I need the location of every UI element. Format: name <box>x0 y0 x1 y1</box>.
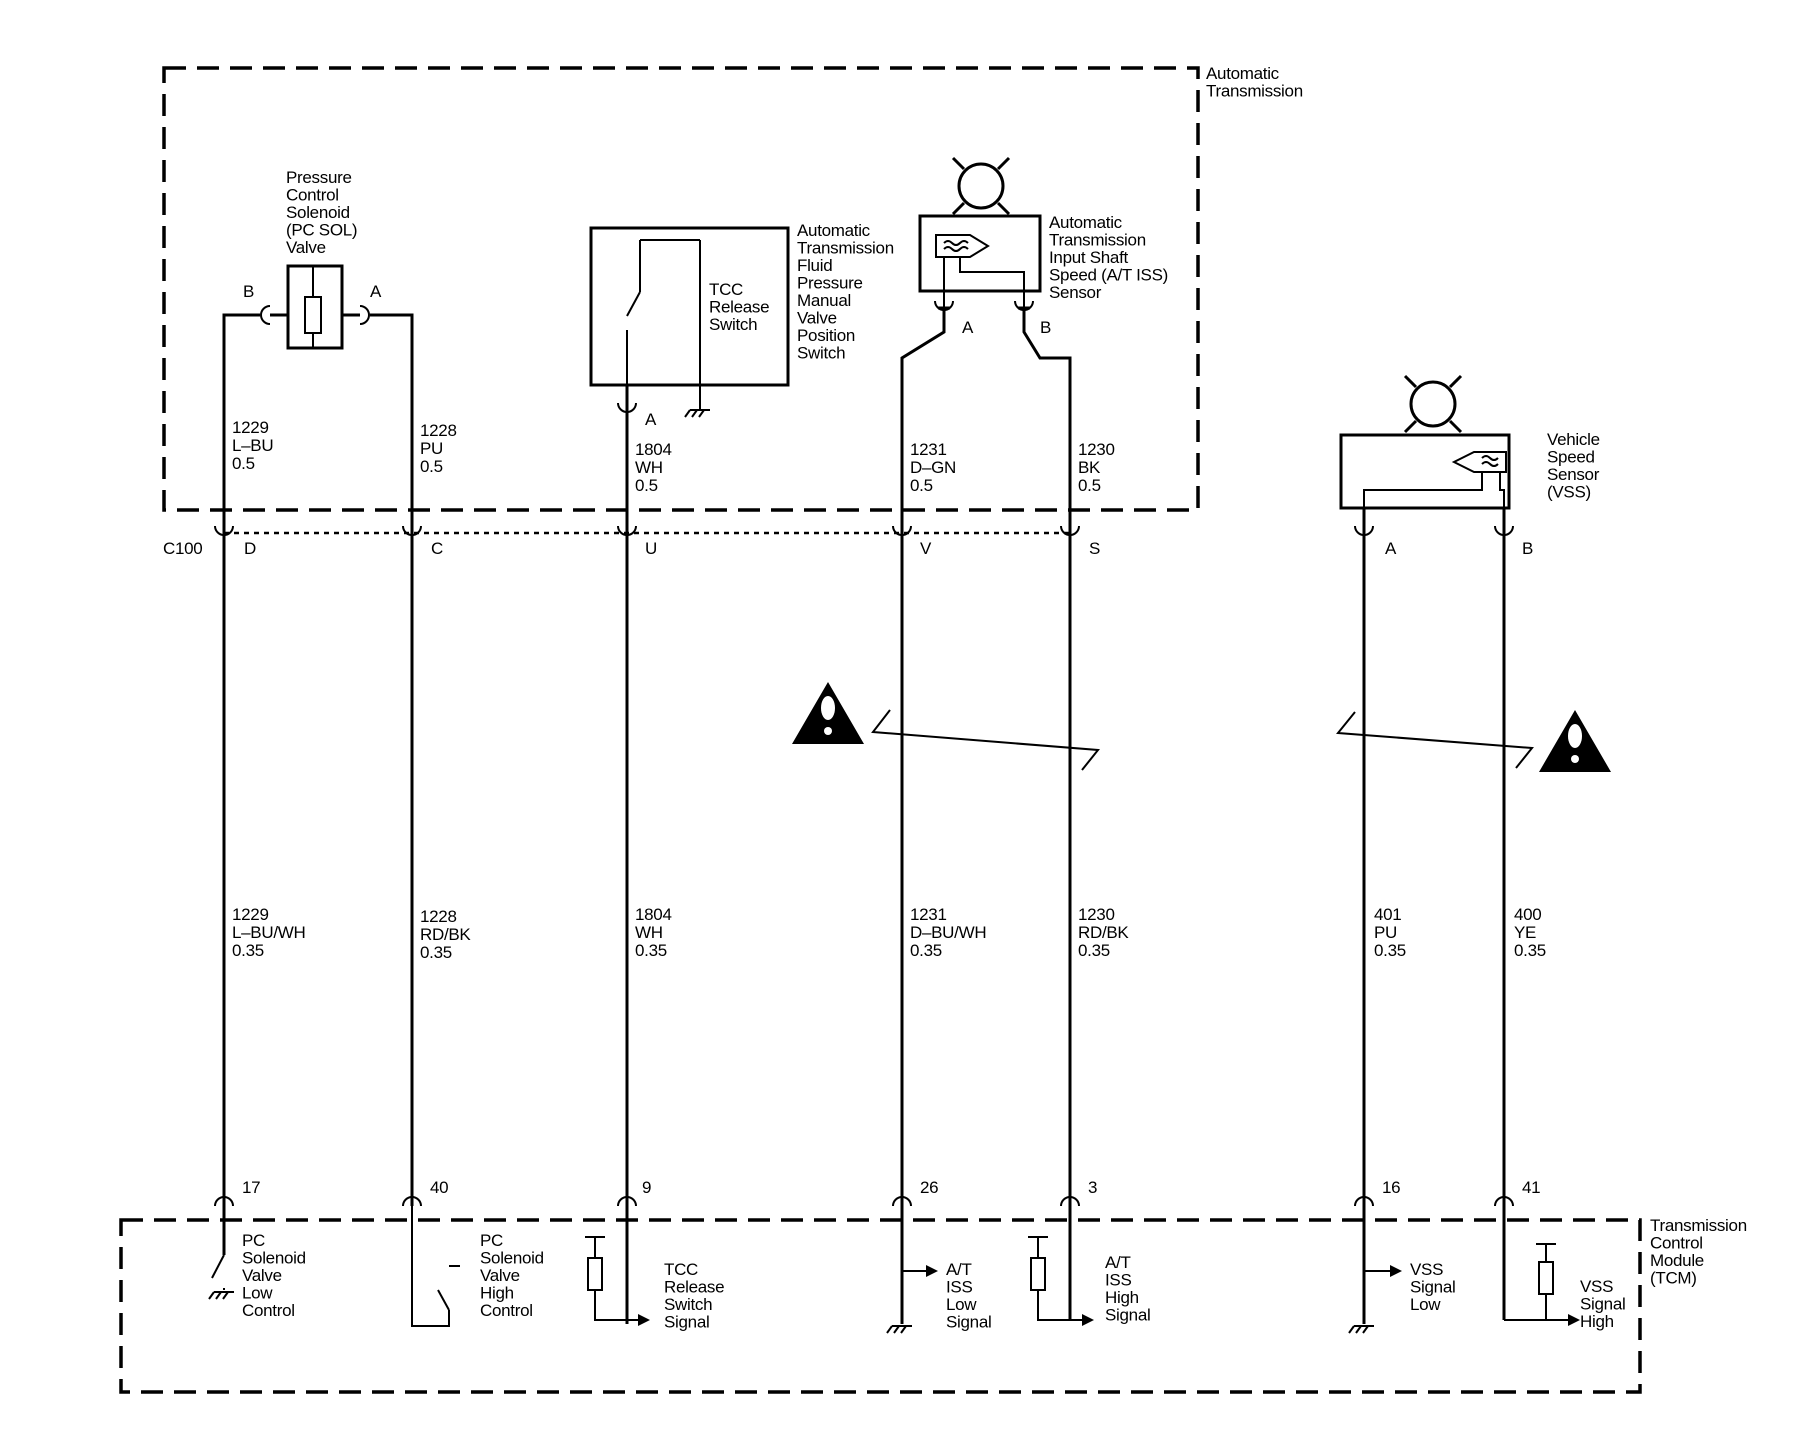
circuit-label: 1229 <box>232 905 269 924</box>
circuit-color: RD/BK <box>1078 923 1129 942</box>
circuit-label: 1804 <box>635 905 672 924</box>
circuit-labels-lower: 1229 L–BU/WH 0.35 1228 RD/BK 0.35 1804 W… <box>232 905 1546 962</box>
pc-sol-pin-b: B <box>243 282 254 301</box>
circuit-label: 1228 <box>420 421 457 440</box>
circuit-color: L–BU <box>232 436 273 455</box>
circuit-gauge: 0.5 <box>635 476 658 495</box>
circuit-label: 1230 <box>1078 440 1115 459</box>
circuit-color: D–BU/WH <box>910 923 986 942</box>
circuit-labels-upper: 1229 L–BU 0.5 1228 PU 0.5 1804 WH 0.5 12… <box>232 418 1115 495</box>
c100-connector <box>214 525 1080 536</box>
c100-pin-d: D <box>244 539 256 558</box>
iss-pin-b: B <box>1040 318 1051 337</box>
tcm-connector <box>214 1196 1514 1207</box>
twisted-pair-vss <box>1336 711 1534 769</box>
circuit-color: WH <box>635 458 663 477</box>
c100-connector-name: C100 <box>163 539 202 558</box>
circuit-color: D–GN <box>910 458 956 477</box>
circuit-label: 1231 <box>910 905 947 924</box>
wires <box>222 308 1506 1206</box>
circuit-gauge: 0.5 <box>420 457 443 476</box>
pc-sol-pin-a: A <box>370 282 382 301</box>
c100-pin-c: C <box>431 539 443 558</box>
vss-sensor <box>1339 433 1511 510</box>
vss-pin-a: A <box>1385 539 1397 558</box>
tcm-pin-26: 26 <box>920 1178 938 1197</box>
circuit-label: 1228 <box>420 907 457 926</box>
tcm-internals <box>208 1206 1580 1334</box>
warning-icon <box>1539 710 1611 772</box>
circuit-color: BK <box>1078 458 1101 477</box>
circuit-color: YE <box>1514 923 1536 942</box>
circuit-label: 400 <box>1514 905 1541 924</box>
c100-pin-u: U <box>645 539 657 558</box>
tcm-pin-40: 40 <box>430 1178 448 1197</box>
circuit-gauge: 0.5 <box>1078 476 1101 495</box>
tcm-pin-9: 9 <box>642 1178 651 1197</box>
circuit-color: WH <box>635 923 663 942</box>
tcm-pin-17: 17 <box>242 1178 260 1197</box>
c100-pin-v: V <box>920 539 932 558</box>
circuit-gauge: 0.35 <box>1514 941 1546 960</box>
iss-pin-a: A <box>962 318 974 337</box>
vss-sensor-symbol-icon <box>1403 374 1463 434</box>
circuit-label: 1229 <box>232 418 269 437</box>
circuit-color: RD/BK <box>420 925 471 944</box>
tcm-pin-16: 16 <box>1382 1178 1400 1197</box>
circuit-label: 401 <box>1374 905 1401 924</box>
connector-bumps <box>617 300 1514 536</box>
iss-sensor <box>918 214 1042 310</box>
circuit-gauge: 0.35 <box>232 941 264 960</box>
automatic-transmission-frame <box>162 66 1200 512</box>
tcm-frame <box>119 1218 1642 1394</box>
circuit-label: 1804 <box>635 440 672 459</box>
circuit-color: PU <box>420 439 443 458</box>
circuit-gauge: 0.35 <box>1374 941 1406 960</box>
tft-switch-pin-a: A <box>645 410 657 429</box>
circuit-label: 1231 <box>910 440 947 459</box>
circuit-gauge: 0.35 <box>635 941 667 960</box>
circuit-gauge: 0.35 <box>420 943 452 962</box>
circuit-gauge: 0.35 <box>910 941 942 960</box>
warning-icon <box>792 682 864 744</box>
vss-pin-b: B <box>1522 539 1533 558</box>
tcm-pin-41: 41 <box>1522 1178 1540 1197</box>
circuit-label: 1230 <box>1078 905 1115 924</box>
pc-solenoid-valve <box>260 264 370 350</box>
tcm-pin-3: 3 <box>1088 1178 1097 1197</box>
twisted-pair-iss <box>871 709 1100 771</box>
c100-pin-s: S <box>1089 539 1100 558</box>
circuit-gauge: 0.35 <box>1078 941 1110 960</box>
circuit-color: PU <box>1374 923 1397 942</box>
circuit-gauge: 0.5 <box>910 476 933 495</box>
circuit-color: L–BU/WH <box>232 923 305 942</box>
tcc-release-switch <box>589 226 790 418</box>
circuit-gauge: 0.5 <box>232 454 255 473</box>
iss-sensor-symbol-icon <box>951 156 1011 216</box>
